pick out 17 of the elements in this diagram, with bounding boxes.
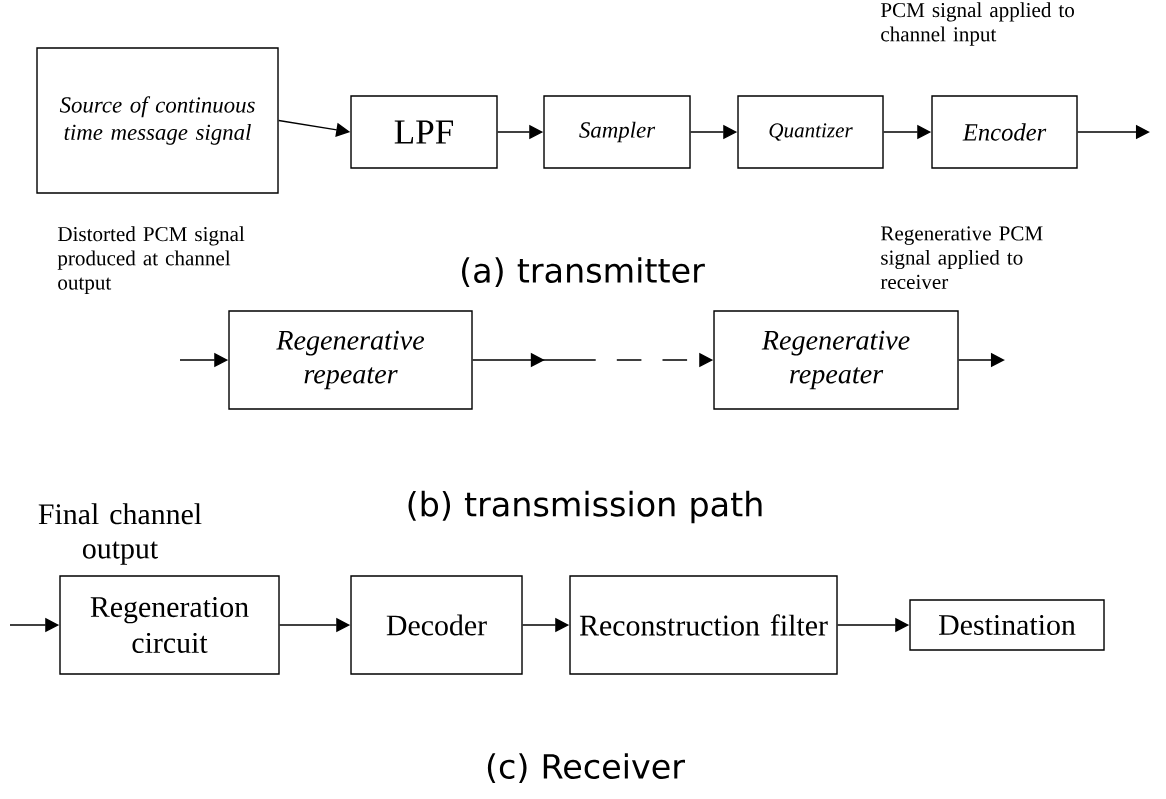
caption: (a) transmitter bbox=[462, 257, 705, 287]
process-box: Sampler bbox=[543, 95, 691, 169]
process-box: LPF bbox=[350, 95, 498, 169]
process-box: Regenerative repeater bbox=[713, 310, 959, 410]
process-box: Encoder bbox=[931, 95, 1078, 169]
process-box: Regeneration circuit bbox=[59, 575, 280, 675]
annotation: PCM signal applied to channel input bbox=[880, 2, 1074, 46]
process-box: Regenerative repeater bbox=[228, 310, 473, 410]
process-box: Destination bbox=[909, 599, 1105, 651]
caption: (b) transmission path bbox=[408, 490, 762, 524]
caption: (c) Receiver bbox=[487, 753, 685, 783]
annotation: Distorted PCM signal produced at channel output bbox=[57, 226, 245, 294]
process-box: Source of continuous time message signal bbox=[36, 47, 279, 194]
process-box: Quantizer bbox=[737, 95, 884, 169]
annotation: Regenerative PCM signal applied to receiver bbox=[880, 226, 1043, 289]
process-box: Decoder bbox=[350, 575, 523, 675]
process-box: Reconstruction filter bbox=[569, 575, 838, 675]
